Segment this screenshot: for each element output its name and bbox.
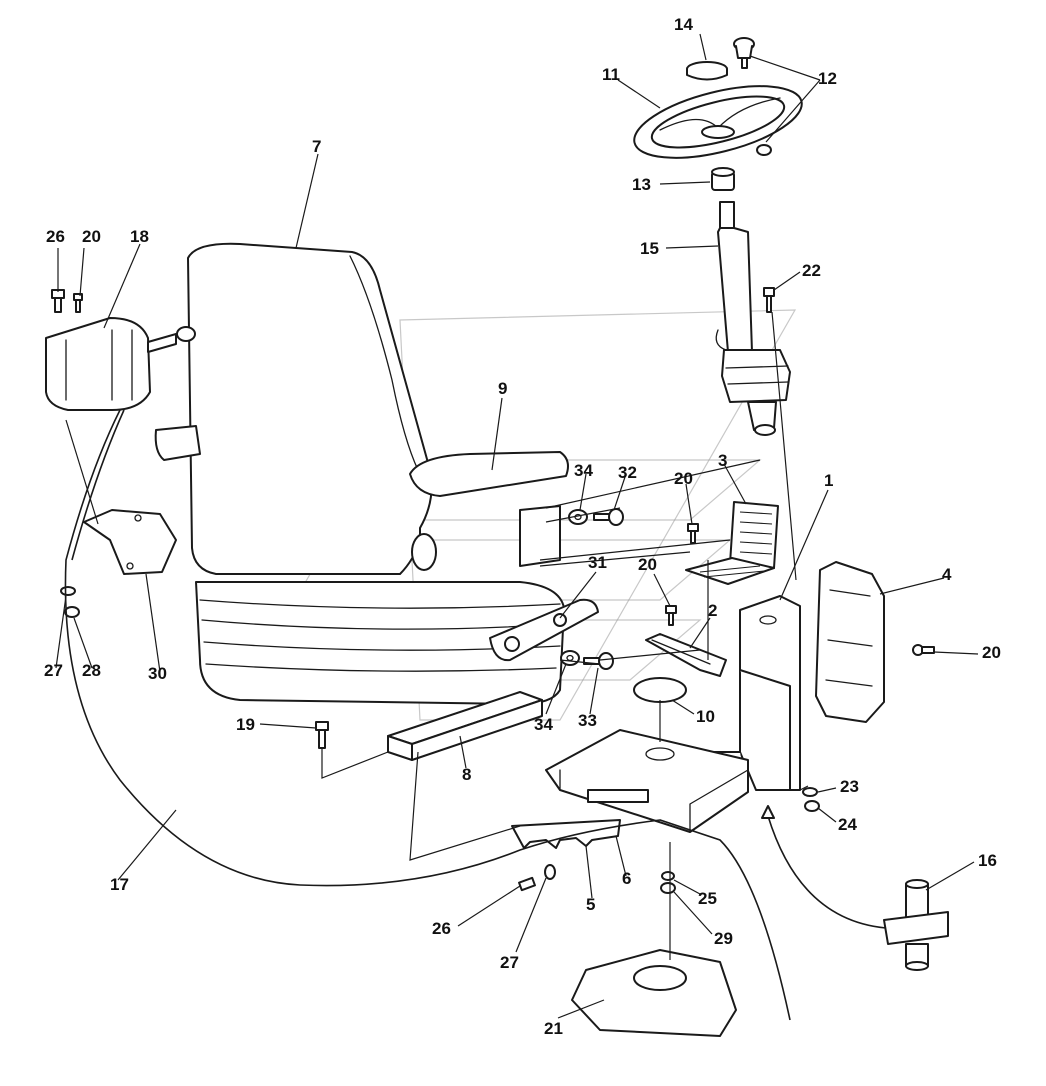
callout-26-bottom: 26	[432, 919, 451, 938]
callout-20-top: 20	[82, 227, 101, 246]
callout-3: 3	[718, 451, 727, 470]
steering-wheel	[633, 85, 803, 159]
slide-rail	[387, 691, 543, 761]
callout-30: 30	[148, 664, 167, 683]
operator-seat	[154, 242, 569, 705]
bolt-cover	[912, 644, 935, 656]
seat-bracket	[489, 598, 599, 662]
nut-24	[804, 800, 820, 812]
bolt-20-top	[73, 293, 83, 313]
callout-28: 28	[82, 661, 101, 680]
callout-23: 23	[840, 777, 859, 796]
knob-bolt	[733, 37, 755, 69]
bolt-pedal	[687, 523, 699, 544]
washer-lower	[560, 650, 580, 666]
spacer-ring	[711, 167, 735, 191]
column-bolt	[763, 287, 775, 313]
callout-8: 8	[462, 765, 471, 784]
washer-27	[544, 864, 556, 880]
seat-base	[545, 729, 749, 833]
callout-9: 9	[498, 379, 507, 398]
mount-bracket	[83, 509, 177, 575]
callout-20-right: 20	[982, 643, 1001, 662]
assembly-arrow	[767, 815, 887, 929]
callout-16: 16	[978, 851, 997, 870]
callout-2: 2	[708, 601, 717, 620]
callout-18: 18	[130, 227, 149, 246]
side-cover	[815, 561, 885, 723]
base-plate	[571, 949, 737, 1037]
callout-10: 10	[696, 707, 715, 726]
callout-29: 29	[714, 929, 733, 948]
callout-6: 6	[622, 869, 631, 888]
callout-7: 7	[312, 137, 321, 156]
callout-12: 12	[818, 69, 837, 88]
callout-26-top: 26	[46, 227, 65, 246]
callout-34-bottom: 34	[534, 715, 553, 734]
callout-4: 4	[942, 565, 952, 584]
assembly-lines	[65, 311, 809, 960]
bolt-19	[315, 721, 329, 749]
nut-28	[64, 606, 80, 618]
callout-5: 5	[586, 895, 595, 914]
steering-valve	[883, 879, 949, 971]
washer-25	[661, 871, 675, 881]
bolt-26-top	[51, 289, 65, 313]
callout-14: 14	[674, 15, 693, 34]
callout-20-mid: 20	[674, 469, 693, 488]
callout-27-bottom: 27	[500, 953, 519, 972]
nut	[756, 144, 772, 156]
callout-11: 11	[602, 65, 620, 84]
callout-25: 25	[698, 889, 717, 908]
bolt-lower	[583, 652, 614, 670]
callout-leaders	[55, 33, 979, 1019]
control-box	[45, 317, 196, 411]
callout-19: 19	[236, 715, 255, 734]
callout-15: 15	[640, 239, 659, 258]
bolt-26	[518, 876, 536, 892]
washer-27-left	[60, 586, 76, 596]
slide-bar	[511, 819, 621, 849]
callout-31: 31	[588, 553, 607, 572]
washer-23	[802, 787, 818, 797]
callout-22: 22	[802, 261, 821, 280]
bolt-upper	[593, 508, 624, 526]
callout-20-center: 20	[638, 555, 657, 574]
arrow-head	[761, 805, 775, 819]
callout-27-left: 27	[44, 661, 63, 680]
nut-29	[660, 882, 676, 894]
steering-column	[715, 201, 791, 436]
bolt-bracket	[665, 605, 677, 626]
callout-1: 1	[824, 471, 833, 490]
callout-21: 21	[544, 1019, 563, 1038]
callout-labels: 14 11 12 13 15 22 7 26 20 18 9 1 34 32 3…	[44, 15, 1001, 1038]
support-bracket	[645, 633, 727, 677]
round-plate	[633, 677, 687, 703]
callout-33: 33	[578, 711, 597, 730]
callout-13: 13	[632, 175, 651, 194]
control-cable	[64, 409, 791, 1021]
callout-34-top: 34	[574, 461, 593, 480]
callout-24: 24	[838, 815, 857, 834]
horn-cap	[686, 61, 728, 81]
washer-upper	[568, 509, 588, 525]
callout-17: 17	[110, 875, 129, 894]
callout-32: 32	[618, 463, 637, 482]
